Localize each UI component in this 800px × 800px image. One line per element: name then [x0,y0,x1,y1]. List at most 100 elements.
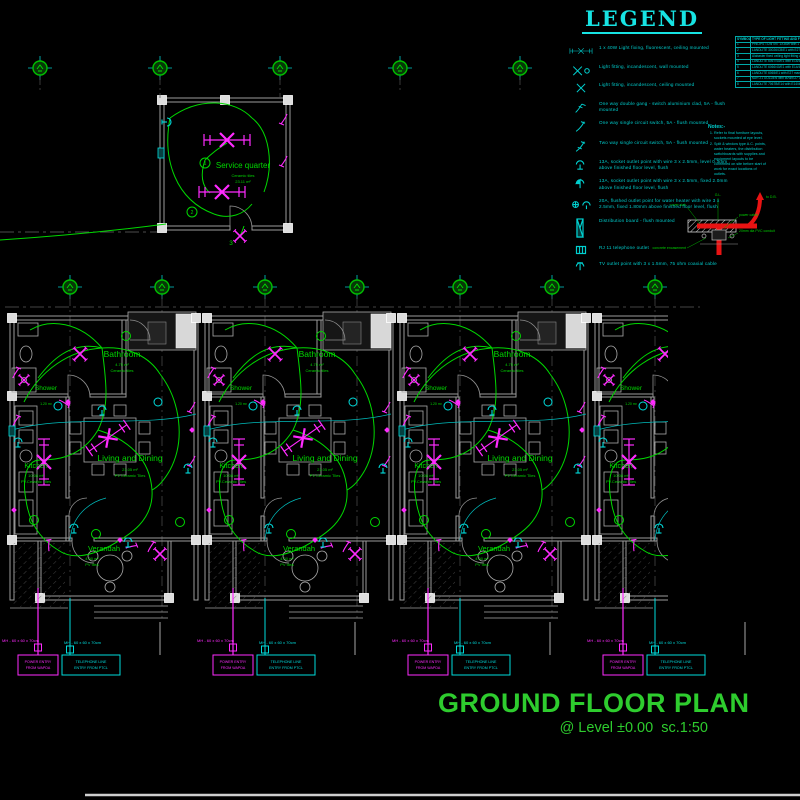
power-entry-line2: FROM WAPDA [611,666,636,670]
legend-item: RJ 11 telephone outlet [568,245,732,255]
manhole-power [34,643,42,652]
detail-db: to D.B. [766,195,777,199]
mh-label-telephone: MH - 60 x 60 x 70cm [64,640,102,645]
leader-lines [686,198,739,249]
legend-item: 1 x 40W Light fixing, fluorescent, ceili… [568,45,732,57]
detail-labels: G.L. cover slab concrete encasement powe… [653,193,777,250]
telephone-outlet-icon [568,245,594,255]
telephone-entry-line1: TELEPHONE LINE [661,660,692,664]
legend-item: Two way single circuit switch, 5A - flus… [568,140,732,153]
legend-item: Light fitting, incandescent, wall mounte… [568,64,732,76]
power-entry-line2: FROM WAPDA [416,666,441,670]
legend-item-label: One way double gang - switch aluminium c… [599,100,726,112]
door-swing [229,205,253,229]
drawing-title-block: GROUND FLOOR PLAN @ Level ±0.00 sc.1:50 [438,688,750,736]
drawing-title: GROUND FLOOR PLAN [438,688,750,718]
note-item: Refer to final furniture layouts, socket… [714,131,768,141]
manhole-power [424,643,432,652]
grid-bubble [642,274,668,300]
socket-13a-low-icon [568,159,594,171]
switch-double-gang-icon [568,101,594,114]
mh-label-telephone: MH - 60 x 60 x 70cm [649,640,687,645]
legend-item: 20A, flushed outlet point for water heat… [568,198,732,212]
notes-panel: Notes:- Refer to final furniture layouts… [708,124,768,178]
mh-label-power: MH - 60 x 60 x 70cm [587,638,625,643]
fixture-type: LANDLITE 7067B/E14 with E14/40W 1xBC lam… [750,81,800,89]
fixture-no: 8 [735,81,751,89]
power-entry-line1: POWER ENTRY [25,660,52,664]
grid-bubble [27,55,53,81]
ceiling-light-icon [568,82,594,94]
notes-list: Refer to final furniture layouts, socket… [708,131,768,177]
manhole-telephone [66,645,74,654]
telephone-entry-line2: ENTRY FROM PTCL [269,666,303,670]
detail-concrete: concrete encasement [653,246,686,250]
detail-cover: cover slab [670,203,686,207]
telephone-entry-line2: ENTRY FROM PTCL [74,666,108,670]
legend-item-label: Two way single circuit switch, 5A - flus… [599,139,709,145]
mh-label-power: MH - 60 x 60 x 70cm [2,638,40,643]
reference-lines [0,231,800,797]
grid-bubble [344,274,370,300]
legend-item-label: TV outlet point with 3 x 1.5mm, 75 ohm c… [599,261,717,267]
legend-item-label: One way single circuit switch, 5A - flus… [599,120,709,125]
flow-arrow-icon [756,192,764,200]
switch-two-way-icon [568,140,594,153]
service-quarter-label: Service quarter [216,161,271,170]
dwelling-unit [398,312,591,618]
fluorescent-fixture-icon [568,45,594,57]
socket-13a-high-icon [568,178,594,190]
legend-item-label: 1 x 40W Light fixing, fluorescent, ceili… [599,45,709,50]
manhole-power [619,643,627,652]
circuit-3: 3 [229,240,233,247]
notes-title: Notes:- [708,124,726,130]
switch-one-way-icon [568,120,594,133]
legend-item: One way double gang - switch aluminium c… [568,101,732,114]
detail-gl: G.L. [715,193,722,197]
legend-item-label: 13A, socket outlet point with wire 3 x 2… [599,159,728,171]
legend-item: One way single circuit switch, 5A - flus… [568,120,732,133]
telephone-entry-box [256,654,316,676]
power-entry-box [17,654,59,676]
dwelling-unit [593,312,786,618]
legend-item: Distribution board - flush mounted [568,218,732,238]
fixture-table: SYMBOL NO.TYPE OF LIGHT FITTING AND FIXT… [735,36,800,89]
drawing-subtitle: @ Level ±0.00 sc.1:50 [559,720,708,736]
manhole-power [229,643,237,652]
distribution-board-icon [568,218,594,238]
power-entry-box [212,654,254,676]
legend-items: 1 x 40W Light fixing, fluorescent, ceili… [568,45,732,273]
power-entry-line1: POWER ENTRY [415,660,442,664]
legend-item-label: Light fitting, incandescent, ceiling mou… [599,82,695,87]
legend-item: Light fitting, incandescent, ceiling mou… [568,82,732,94]
grid-bubble [507,55,533,81]
dwelling-unit [203,312,396,618]
telephone-entry-box [61,654,121,676]
telephone-entry-line2: ENTRY FROM PTCL [464,666,498,670]
legend-panel: LEGEND 1 x 40W Light fixing, fluorescent… [568,6,732,273]
mh-label-power: MH - 60 x 60 x 70cm [392,638,430,643]
legend-item: TV outlet point with 3 x 1.5mm, 75 ohm c… [568,261,732,273]
legend-item-label: 13A, socket outlet point with wire 3 x 2… [599,178,728,190]
note-item: Split & window type A.C. points, water h… [714,142,768,177]
socket-20a-heater-icon [568,198,594,212]
circuit-2: 2 [191,210,194,216]
detail-cable: power cable [739,213,758,217]
grid-bubble [147,55,173,81]
tv-outlet-icon [568,261,594,273]
service-quarter-plan: 1 2 3 Service quarter Ceramic tiles 23.1… [0,95,293,247]
power-entry-line1: POWER ENTRY [220,660,247,664]
legend-item: 13A, socket outlet point with wire 3 x 2… [568,159,732,172]
legend-item-label: Distribution board - flush mounted [599,218,675,224]
legend-item-label: RJ 11 telephone outlet [599,244,650,250]
telephone-entry-box [646,654,706,676]
telephone-entry-line1: TELEPHONE LINE [466,660,497,664]
legend-title: LEGEND [582,6,703,34]
grid-bubble [539,274,565,300]
power-entry-line1: POWER ENTRY [610,660,637,664]
power-entry-line2: FROM WAPDA [221,666,246,670]
service-quarter-area: 23.11 m² [235,179,251,184]
